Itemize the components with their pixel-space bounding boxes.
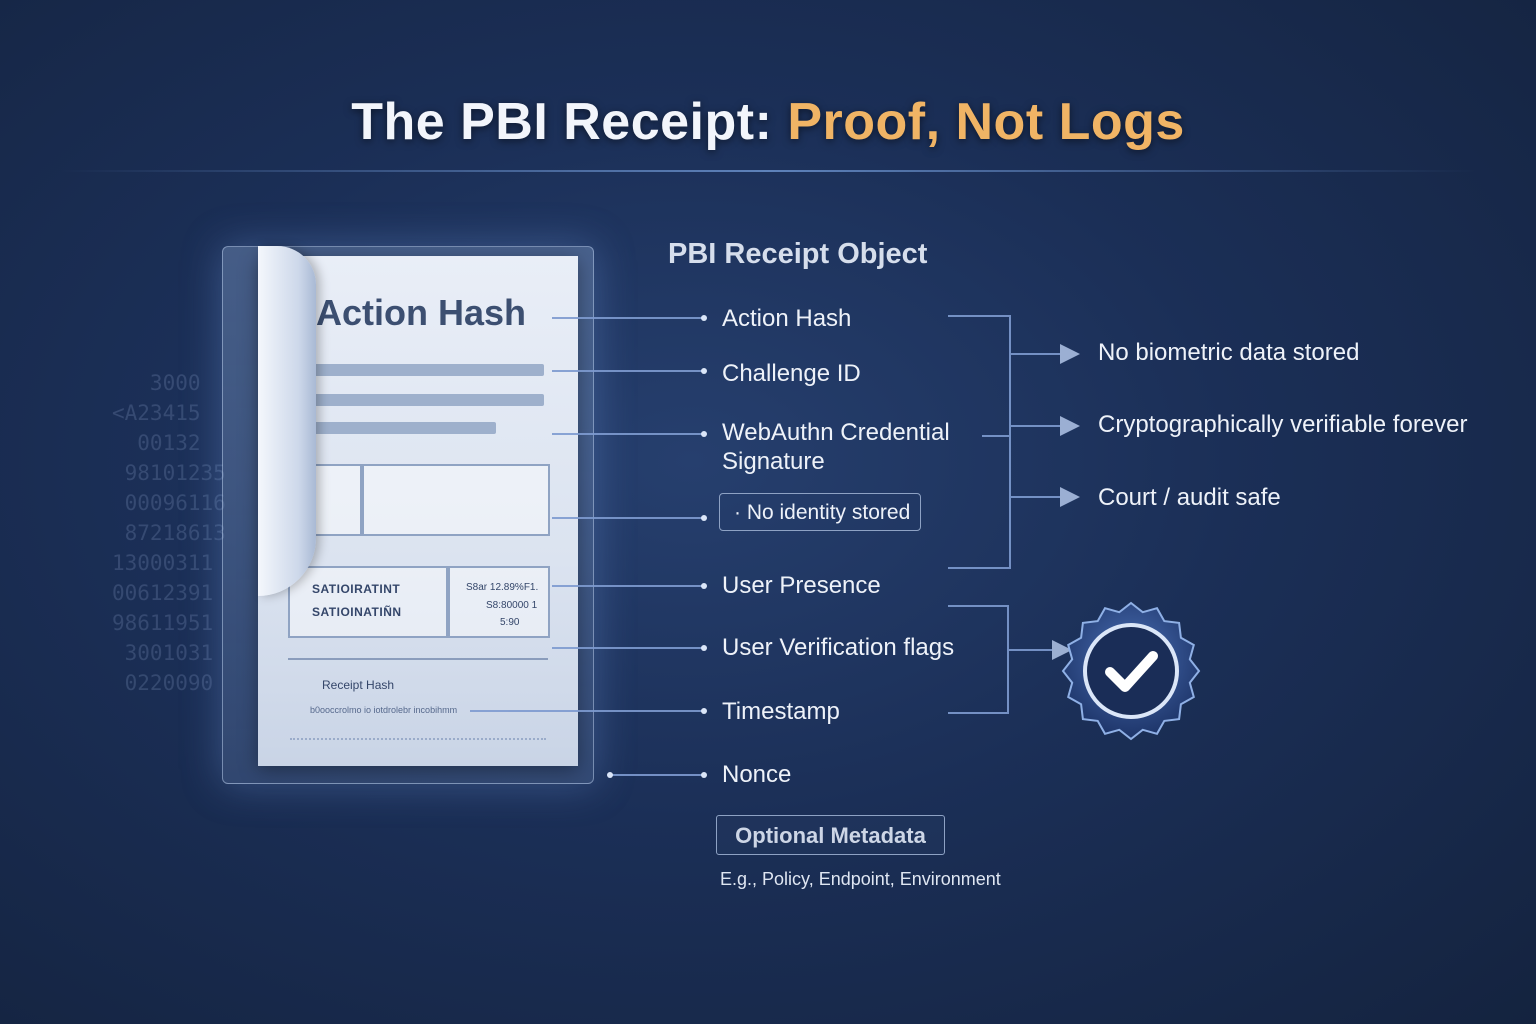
receipt-divider (288, 658, 548, 660)
receipt-field-box (362, 464, 550, 536)
receipt-object-header: PBI Receipt Object (668, 238, 928, 270)
field-action-hash: Action Hash (722, 305, 852, 332)
title-accent: Proof, Not Logs (787, 93, 1185, 151)
receipt-cell: S8:80000 1 (486, 600, 538, 611)
receipt-cell: 5:90 (500, 617, 520, 628)
receipt-text-bar (314, 422, 496, 434)
receipt-page-curl (258, 246, 316, 596)
bracket-upper (948, 315, 1011, 569)
receipt-text-bar (314, 394, 544, 406)
title-main: The PBI Receipt: (351, 93, 773, 151)
no-identity-label: No identity stored (746, 501, 911, 524)
receipt-table-box (448, 566, 550, 638)
receipt-row: SATIOIRATINT (312, 582, 401, 596)
title-divider (60, 170, 1476, 172)
receipt-dotted-line (290, 738, 546, 740)
optional-metadata-note: E.g., Policy, Endpoint, Environment (720, 869, 1001, 889)
field-challenge-id: Challenge ID (722, 360, 861, 387)
benefit-no-biometric: No biometric data stored (1098, 339, 1360, 366)
receipt-text-bar (314, 364, 544, 376)
background-hex-digits: 3000 <A23415 00132 98101235 00096116 872… (112, 371, 226, 695)
field-user-presence: User Presence (722, 572, 881, 599)
optional-metadata-box: Optional Metadata (716, 815, 945, 855)
page-title: The PBI Receipt: Proof, Not Logs (0, 92, 1536, 152)
receipt-table-box (288, 566, 448, 638)
receipt-row: SATIOINATIÑN (312, 605, 402, 619)
no-identity-tag: · No identity stored (719, 493, 921, 531)
field-timestamp: Timestamp (722, 698, 840, 725)
field-webauthn-line1: WebAuthn Credential (722, 419, 950, 446)
benefit-audit-safe: Court / audit safe (1098, 484, 1281, 511)
field-user-verification: User Verification flags (722, 634, 955, 661)
field-nonce: Nonce (722, 761, 792, 788)
checkmark-badge-icon (1061, 601, 1201, 741)
receipt-footer-sub: b0ooccrolmo io iotdrolebr incobihmm (310, 705, 458, 715)
receipt-footer-label: Receipt Hash (322, 678, 395, 692)
benefit-verifiable: Cryptographically verifiable forever (1098, 411, 1468, 438)
receipt-cell: S8ar 12.89%F1. (466, 582, 539, 593)
receipt-heading: Action Hash (316, 292, 527, 333)
bracket-lower (948, 605, 1009, 714)
field-webauthn-line2: Signature (722, 448, 825, 475)
